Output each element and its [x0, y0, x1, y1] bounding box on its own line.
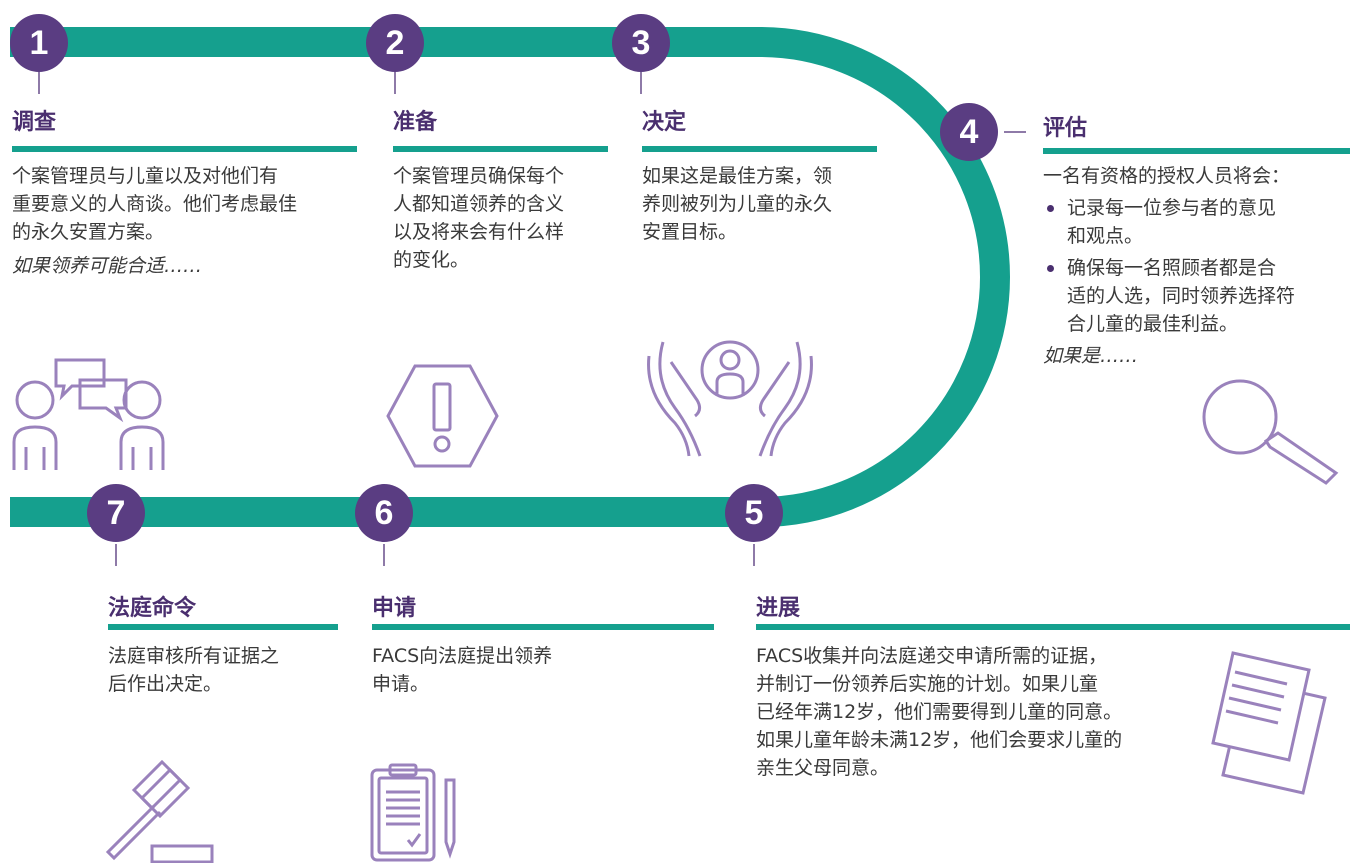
step-1-line: 个案管理员与儿童以及对他们有 — [12, 165, 279, 187]
step-number-7: 7 — [87, 484, 145, 542]
step-5-line: 并制订一份领养后实施的计划。如果儿童 — [756, 673, 1099, 695]
step-title-2: 准备 — [393, 110, 438, 135]
step-rule-7 — [108, 624, 338, 630]
step-5-line: FACS收集并向法庭递交申请所需的证据， — [756, 645, 1108, 667]
step-number-6: 6 — [355, 484, 413, 542]
step-4-bullet-line: 记录每一位参与者的意见 — [1067, 197, 1277, 219]
step-rule-3 — [642, 146, 877, 152]
step-4-bullet: 确保每一名照顾者都是合 适的人选，同时领养选择符 合儿童的最佳利益。 — [1043, 254, 1343, 338]
step-body-3: 如果这是最佳方案，领 养则被列为儿童的永久 安置目标。 — [642, 162, 882, 246]
step-1-conditional: 如果领养可能合适…… — [12, 255, 203, 277]
step-rule-4 — [1043, 148, 1350, 154]
step-number-1: 1 — [10, 14, 68, 72]
step-title-1: 调查 — [12, 110, 57, 135]
step-4-conditional: 如果是…… — [1043, 345, 1139, 367]
step-body-7: 法庭审核所有证据之 后作出决定。 — [108, 642, 338, 698]
step-1-line: 重要意义的人商谈。他们考虑最佳 — [12, 193, 298, 215]
step-6-line: 申请。 — [372, 673, 430, 695]
step-4-bullet-line: 适的人选，同时领养选择符 — [1067, 285, 1296, 307]
step-5-line: 如果儿童年龄未满12岁，他们会要求儿童的 — [756, 729, 1123, 751]
warning-hexagon-icon — [385, 362, 500, 470]
conversation-icon — [10, 352, 170, 472]
step-4-bullet-line: 确保每一名照顾者都是合 — [1067, 257, 1277, 279]
step-body-5: FACS收集并向法庭递交申请所需的证据， 并制订一份领养后实施的计划。如果儿童 … — [756, 642, 1196, 782]
gavel-icon — [100, 760, 220, 863]
step-connector-3 — [640, 72, 642, 94]
step-connector-1 — [38, 72, 40, 94]
step-body-1: 个案管理员与儿童以及对他们有 重要意义的人商谈。他们考虑最佳 的永久安置方案。 … — [12, 162, 357, 280]
magnifier-icon — [1200, 375, 1340, 485]
step-connector-4 — [1004, 131, 1026, 133]
step-title-5: 进展 — [756, 596, 801, 621]
step-2-line: 个案管理员确保每个 — [393, 165, 565, 187]
step-2-line: 人都知道领养的含义 — [393, 193, 565, 215]
step-2-line: 的变化。 — [393, 249, 470, 271]
step-rule-6 — [372, 624, 714, 630]
step-7-line: 后作出决定。 — [108, 673, 223, 695]
documents-icon — [1205, 650, 1330, 795]
step-5-line: 已经年满12岁，他们需要得到儿童的同意。 — [756, 701, 1123, 723]
step-3-line: 如果这是最佳方案，领 — [642, 165, 833, 187]
step-number-2: 2 — [366, 14, 424, 72]
step-rule-5 — [756, 624, 1350, 630]
step-title-6: 申请 — [372, 596, 417, 621]
step-2-line: 以及将来会有什么样 — [393, 221, 565, 243]
clipboard-icon — [370, 762, 460, 862]
step-4-bullet-line: 和观点。 — [1067, 225, 1144, 247]
step-3-line: 安置目标。 — [642, 221, 738, 243]
step-connector-5 — [753, 544, 755, 566]
step-7-line: 法庭审核所有证据之 — [108, 645, 280, 667]
step-number-5: 5 — [725, 484, 783, 542]
step-3-line: 养则被列为儿童的永久 — [642, 193, 833, 215]
step-title-4: 评估 — [1043, 116, 1088, 141]
step-rule-2 — [393, 146, 608, 152]
step-connector-7 — [115, 544, 117, 566]
hands-holding-child-icon — [645, 338, 815, 458]
step-number-4: 4 — [940, 103, 998, 161]
step-body-6: FACS向法庭提出领养 申请。 — [372, 642, 672, 698]
step-4-bullet-line: 合儿童的最佳利益。 — [1067, 313, 1239, 335]
step-4-intro: 一名有资格的授权人员将会： — [1043, 165, 1291, 187]
step-body-2: 个案管理员确保每个 人都知道领养的含义 以及将来会有什么样 的变化。 — [393, 162, 613, 274]
step-title-7: 法庭命令 — [108, 596, 197, 621]
step-6-line: FACS向法庭提出领养 — [372, 645, 553, 667]
step-body-4: 一名有资格的授权人员将会： 记录每一位参与者的意见 和观点。 确保每一名照顾者都… — [1043, 162, 1343, 370]
step-4-bullet: 记录每一位参与者的意见 和观点。 — [1043, 194, 1343, 250]
step-number-3: 3 — [612, 14, 670, 72]
step-connector-6 — [383, 544, 385, 566]
step-rule-1 — [12, 146, 357, 152]
step-1-line: 的永久安置方案。 — [12, 221, 165, 243]
step-5-line: 亲生父母同意。 — [756, 757, 890, 779]
step-title-3: 决定 — [642, 110, 687, 135]
step-connector-2 — [394, 72, 396, 94]
